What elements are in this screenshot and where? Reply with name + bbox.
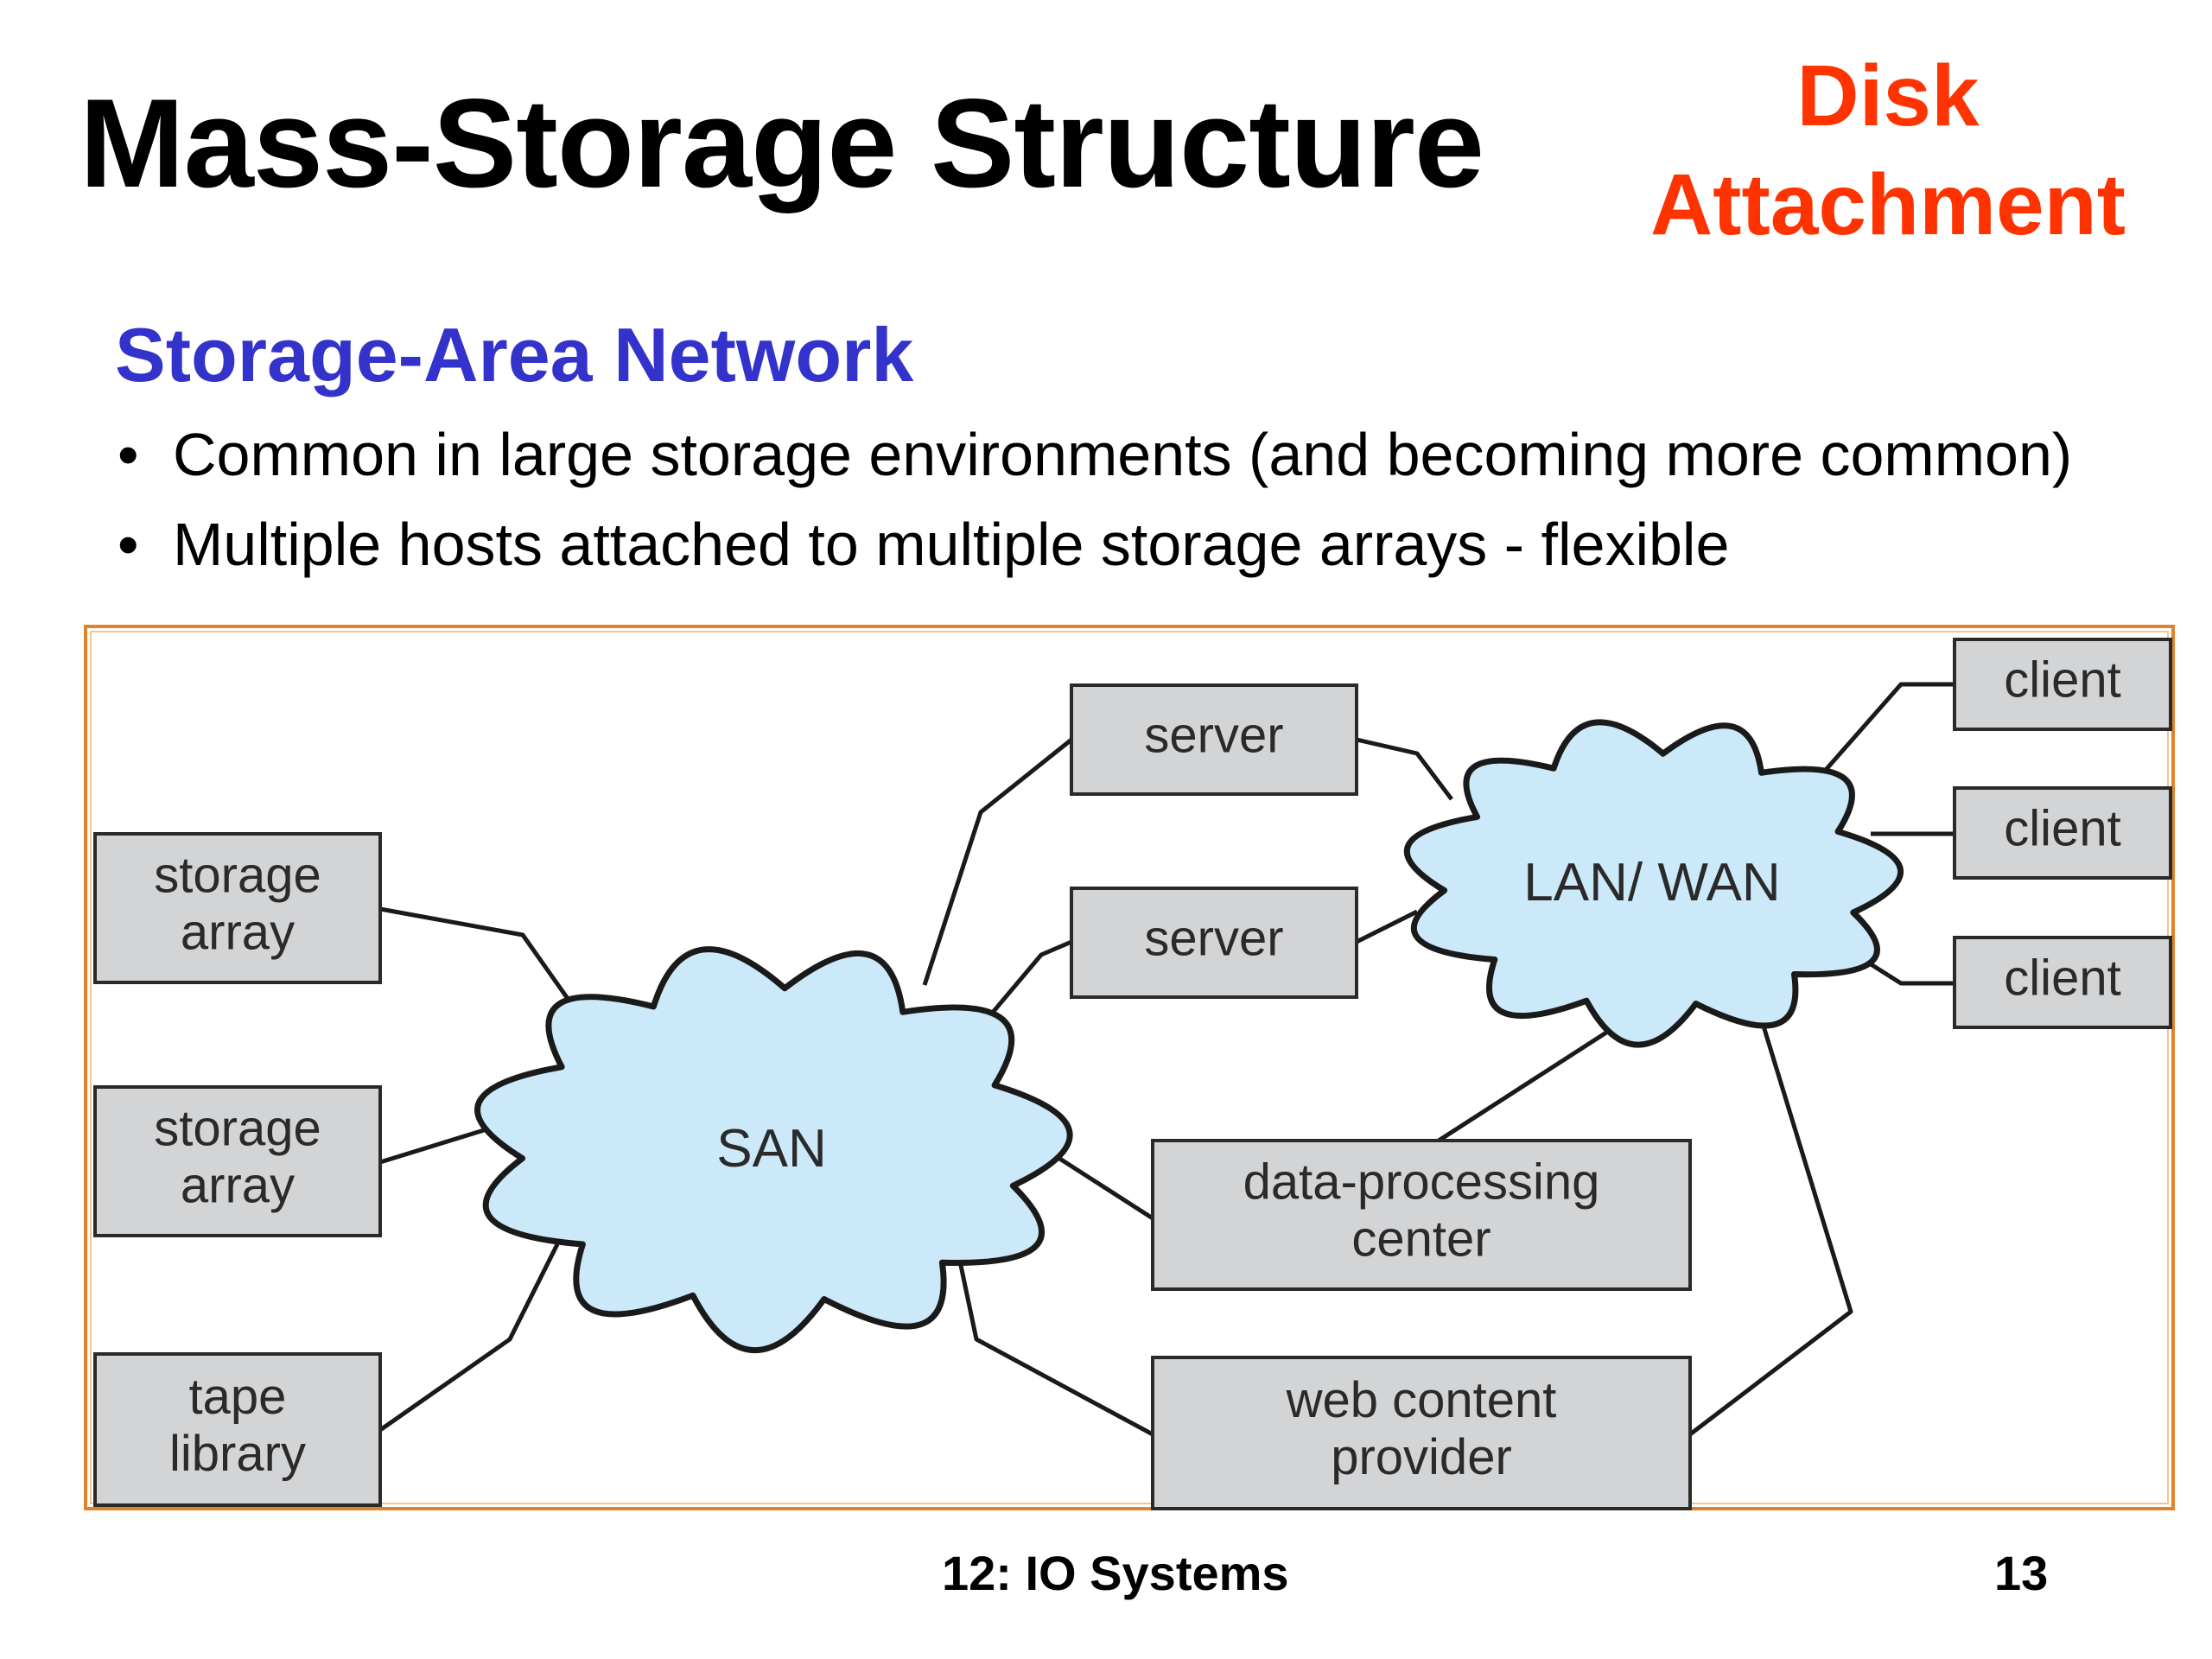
slide-title: Mass-Storage Structure xyxy=(79,73,1484,213)
connection-san-dpc xyxy=(1057,1155,1154,1221)
connection-tape-san xyxy=(378,1243,560,1433)
node-label: server xyxy=(1144,911,1283,967)
connection-storage2-san xyxy=(379,1128,485,1165)
bullet-text: Common in large storage environments (an… xyxy=(173,421,2073,488)
node-box xyxy=(1151,1356,1692,1510)
bullet-icon: • xyxy=(118,421,139,488)
nodes: storagearraystoragearraytapelibraryserve… xyxy=(93,638,2172,1510)
connection-san-server2 xyxy=(970,939,1072,1039)
bullet-item: • Multiple hosts attached to multiple st… xyxy=(112,503,2072,593)
cloud-san: SAN xyxy=(474,946,1073,1354)
cloud-label: SAN xyxy=(716,1119,826,1179)
node-label: storage xyxy=(154,1101,321,1157)
node-label: array xyxy=(181,1158,295,1214)
connection-server2-lanwan xyxy=(1355,909,1419,944)
node-client1: client xyxy=(1953,638,2172,731)
connection-dpc-lanwan xyxy=(1437,1013,1635,1143)
node-client2: client xyxy=(1953,786,2172,880)
connection-storage1-san xyxy=(379,906,573,1004)
diagram-frame xyxy=(84,625,2175,1510)
node-label: client xyxy=(2004,652,2120,709)
connection-lines xyxy=(378,682,1955,1437)
node-box xyxy=(1953,638,2172,731)
node-client3: client xyxy=(1953,936,2172,1029)
node-label: server xyxy=(1144,708,1283,764)
connection-san-web xyxy=(957,1256,1154,1437)
subheading: Storage-Area Network xyxy=(115,312,914,397)
bullet-item: • Common in large storage environments (… xyxy=(112,413,2072,503)
cloud-label: LAN/ WAN xyxy=(1523,853,1780,912)
connection-lanwan-client1 xyxy=(1817,682,1955,779)
node-box xyxy=(1070,683,1358,796)
node-label: client xyxy=(2004,950,2120,1007)
bullet-icon: • xyxy=(118,511,139,578)
node-label: provider xyxy=(1331,1429,1512,1485)
node-label: storage xyxy=(154,848,321,904)
node-server2: server xyxy=(1070,887,1358,999)
connection-server1-lanwan xyxy=(1356,737,1453,801)
node-label: array xyxy=(181,905,295,961)
connection-san-server1 xyxy=(922,738,1073,986)
clouds: SAN LAN/ WAN xyxy=(474,719,1904,1354)
section-title-line-2: Attachment xyxy=(1649,156,2126,253)
cloud-lanwan: LAN/ WAN xyxy=(1403,719,1904,1048)
node-box xyxy=(1953,936,2172,1029)
node-box xyxy=(93,1085,382,1237)
page-number: 13 xyxy=(1994,1546,2049,1600)
diagram-frame-inner-border xyxy=(90,631,2169,1504)
node-label: web content xyxy=(1286,1372,1557,1428)
node-label: library xyxy=(169,1426,306,1482)
node-label: tape xyxy=(189,1369,287,1425)
node-box xyxy=(93,1352,382,1507)
bullet-text: Multiple hosts attached to multiple stor… xyxy=(173,511,1730,578)
bullet-list: • Common in large storage environments (… xyxy=(112,413,2072,593)
node-label: data-processing xyxy=(1243,1154,1600,1211)
section-title-line-1: Disk xyxy=(1796,48,1980,144)
node-label: center xyxy=(1351,1211,1491,1268)
node-label: client xyxy=(2004,801,2120,857)
node-box xyxy=(93,832,382,984)
node-box xyxy=(1151,1139,1692,1291)
connection-web-lanwan xyxy=(1688,1008,1853,1436)
node-box xyxy=(1953,786,2172,880)
footer-section: 12: IO Systems xyxy=(942,1546,1289,1600)
section-title: Disk Attachment xyxy=(1624,41,2152,259)
cloud-shape xyxy=(1403,719,1904,1048)
node-box xyxy=(1070,887,1358,999)
cloud-shape xyxy=(474,946,1073,1354)
node-server1: server xyxy=(1070,683,1358,796)
